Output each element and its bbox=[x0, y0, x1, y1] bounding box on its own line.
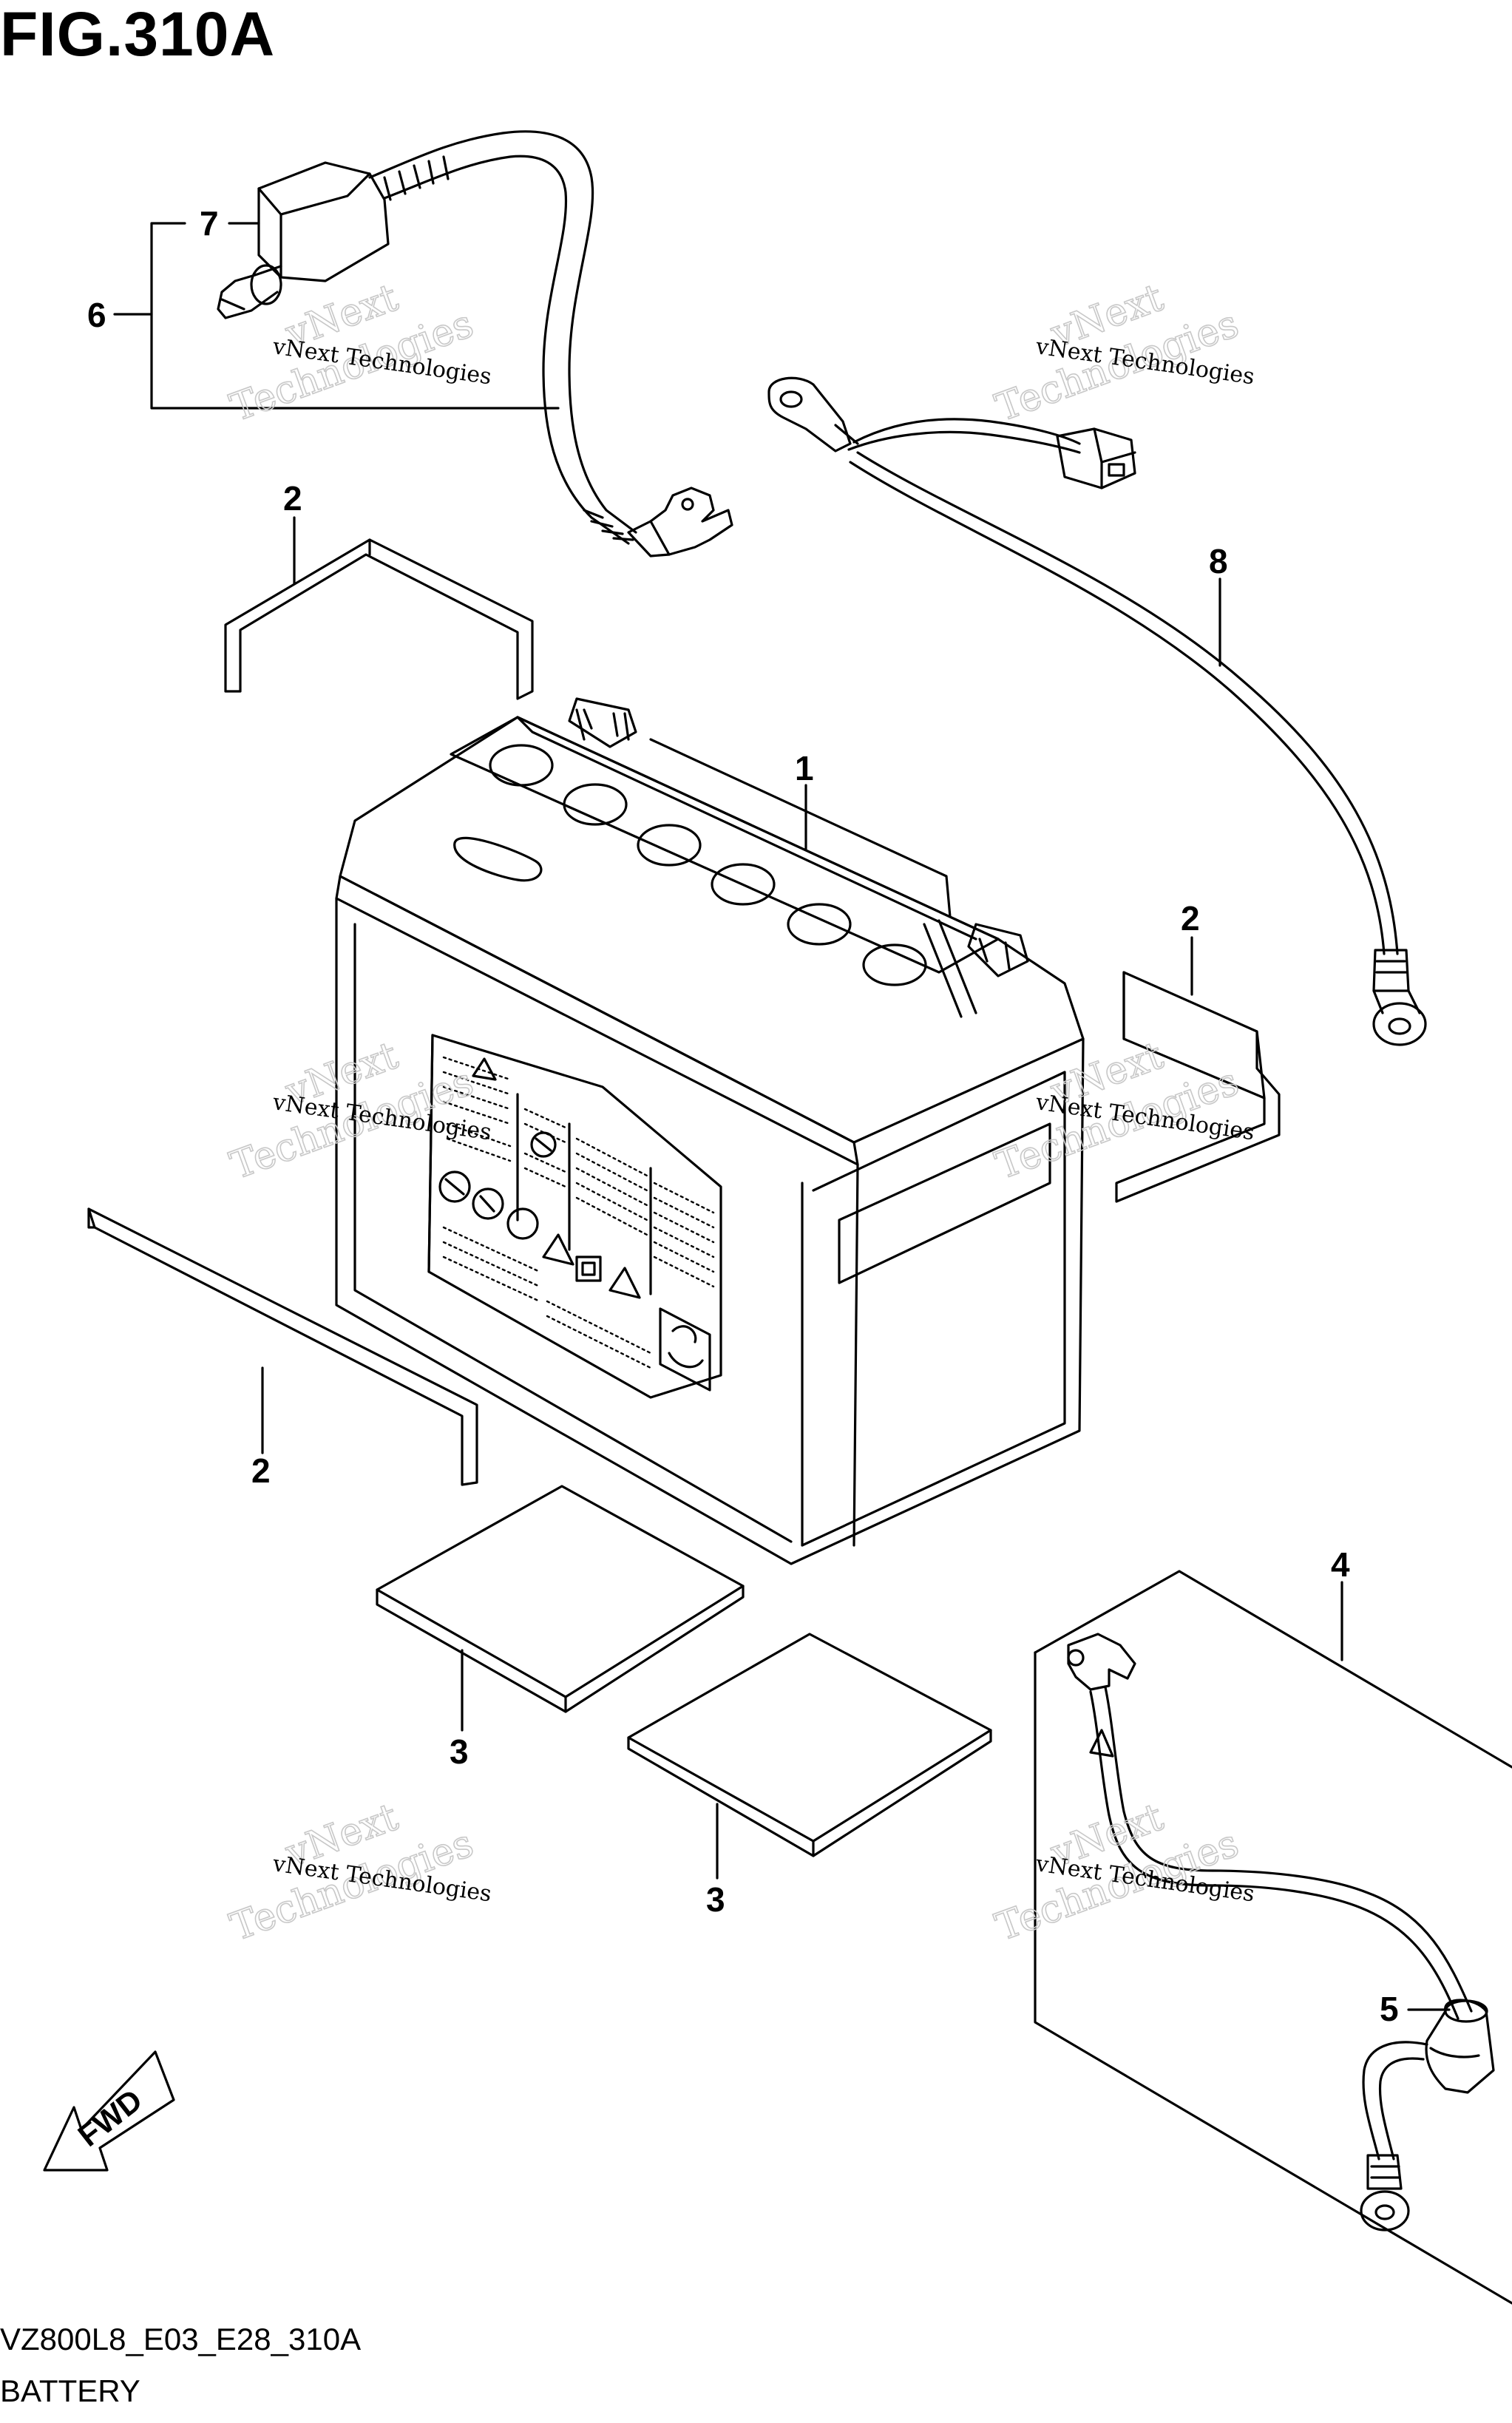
section-name: BATTERY bbox=[0, 2373, 140, 2408]
callout-2-upper-left: 2 bbox=[283, 479, 302, 518]
watermark-mid-left: vNext Technologies vNext Technologies bbox=[224, 1033, 493, 1189]
pad-right-part bbox=[1115, 971, 1281, 1203]
watermark-top-right: vNext Technologies vNext Technologies bbox=[989, 275, 1256, 431]
callout-3-b: 3 bbox=[706, 1880, 725, 1919]
callout-4: 4 bbox=[1331, 1545, 1350, 1584]
pad-lower-left-part bbox=[87, 1207, 478, 1486]
model-code: VZ800L8_E03_E28_310A bbox=[0, 2322, 362, 2356]
pad-bottom-b-part bbox=[627, 1633, 992, 1857]
ground-lead-part bbox=[767, 376, 1427, 1046]
callout-7: 7 bbox=[200, 204, 219, 243]
watermark-bottom-right: vNext Technologies vNext Technologies bbox=[989, 1795, 1256, 1951]
callout-6: 6 bbox=[87, 296, 106, 334]
callout-2-right: 2 bbox=[1181, 899, 1200, 938]
pad-upper-left-part bbox=[224, 538, 534, 700]
watermark-mid-right: vNext Technologies vNext Technologies bbox=[989, 1033, 1256, 1189]
callout-2-lower-left: 2 bbox=[251, 1451, 271, 1490]
cover-part bbox=[1034, 1570, 1512, 2305]
fwd-arrow-icon bbox=[43, 2050, 175, 2172]
battery-part bbox=[335, 697, 1085, 1565]
watermark-bottom-left: vNext Technologies vNext Technologies bbox=[224, 1795, 493, 1951]
callout-3-a: 3 bbox=[450, 1732, 469, 1771]
starter-cable-part bbox=[217, 130, 733, 558]
pad-bottom-a-part bbox=[376, 1485, 745, 1713]
figure-title: FIG.310A bbox=[0, 0, 276, 69]
callout-bracket-6-7 bbox=[150, 222, 560, 410]
callout-5: 5 bbox=[1380, 1990, 1399, 2028]
callout-1: 1 bbox=[795, 749, 814, 787]
callout-8: 8 bbox=[1209, 542, 1228, 580]
